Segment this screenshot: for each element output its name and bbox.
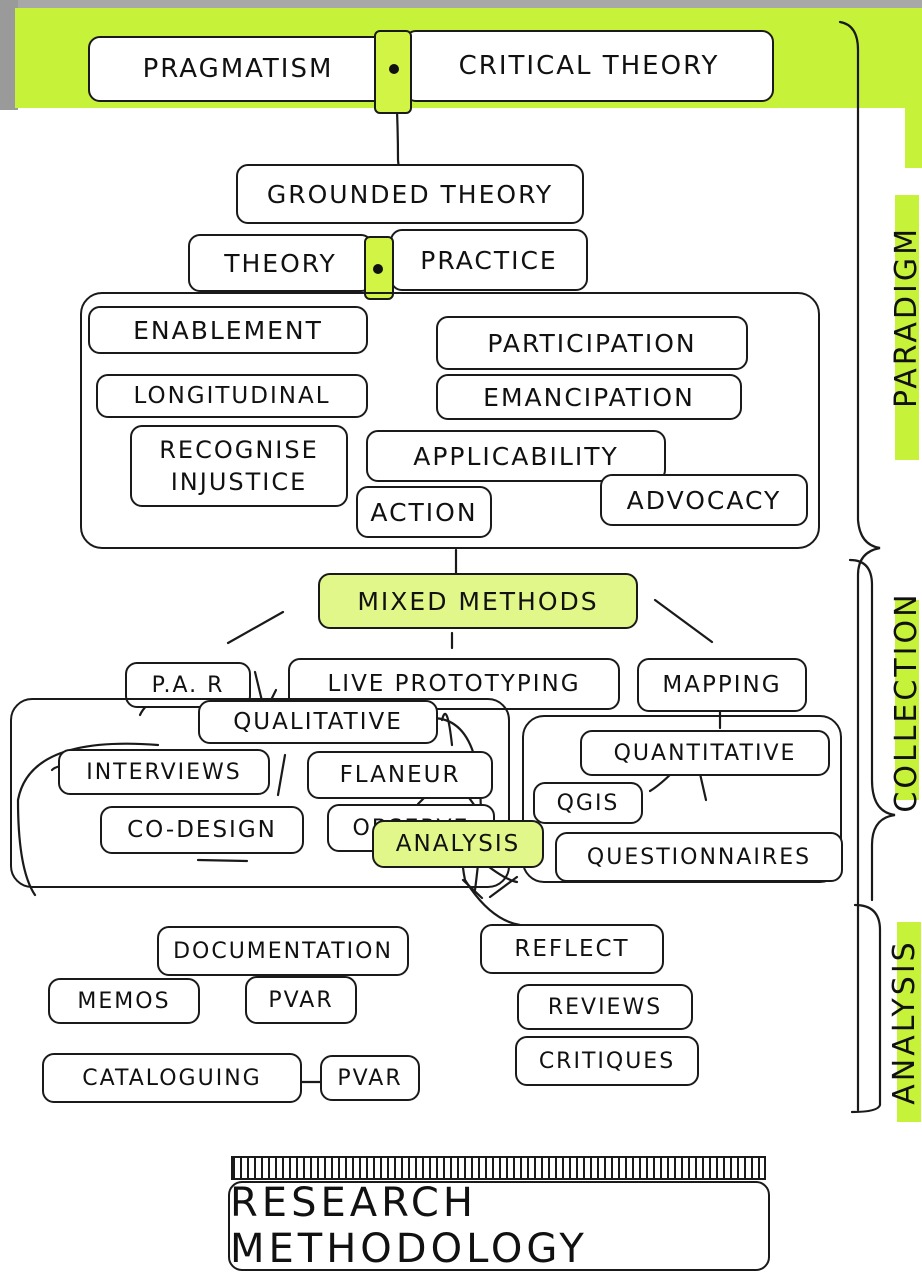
pvar-label-1: PVAR bbox=[268, 987, 334, 1013]
critiques-box: CRITIQUES bbox=[515, 1036, 699, 1086]
mixed-methods-label: MIXED METHODS bbox=[357, 586, 599, 616]
reflect-label: REFLECT bbox=[514, 936, 630, 962]
pvar-box-2: PVAR bbox=[320, 1055, 420, 1101]
link-dot bbox=[389, 64, 399, 74]
pvar-box-1: PVAR bbox=[245, 976, 357, 1024]
interviews-box: INTERVIEWS bbox=[58, 749, 270, 795]
reviews-label: REVIEWS bbox=[547, 994, 663, 1020]
questionnaires-label: QUESTIONNAIRES bbox=[586, 844, 812, 870]
qgis-box: QGIS bbox=[533, 782, 643, 824]
critical-theory-box: CRITICAL THEORY bbox=[404, 30, 774, 102]
flaneur-box: FLANEUR bbox=[307, 751, 493, 799]
enablement-label: ENABLEMENT bbox=[133, 315, 323, 345]
analysis-side-label: ANALYSIS bbox=[887, 939, 922, 1105]
analysis-box: ANALYSIS bbox=[372, 820, 544, 868]
participation-box: PARTICIPATION bbox=[436, 316, 748, 370]
reviews-box: REVIEWS bbox=[517, 984, 693, 1030]
title-hatch-bar bbox=[231, 1156, 766, 1180]
applicability-label: APPLICABILITY bbox=[413, 441, 619, 471]
cataloguing-box: CATALOGUING bbox=[42, 1053, 302, 1103]
collection-side-label: COLLECTION bbox=[889, 591, 922, 813]
top-edge-strip bbox=[0, 0, 922, 8]
action-box: ACTION bbox=[356, 486, 492, 538]
pvar-label-2: PVAR bbox=[337, 1065, 403, 1091]
interviews-label: INTERVIEWS bbox=[86, 759, 242, 785]
left-edge-strip bbox=[0, 0, 18, 110]
quantitative-box: QUANTITATIVE bbox=[580, 730, 830, 776]
mapping-label: MAPPING bbox=[662, 672, 782, 698]
longitudinal-label: LONGITUDINAL bbox=[133, 383, 331, 409]
longitudinal-box: LONGITUDINAL bbox=[96, 374, 368, 418]
highlight-edge bbox=[905, 108, 922, 168]
reflect-box: REFLECT bbox=[480, 924, 664, 974]
link-dot bbox=[373, 264, 383, 274]
advocacy-box: ADVOCACY bbox=[600, 474, 808, 526]
recognise-injustice-label: RECOGNISE INJUSTICE bbox=[159, 436, 319, 496]
participation-label: PARTICIPATION bbox=[487, 328, 697, 358]
enablement-box: ENABLEMENT bbox=[88, 306, 368, 354]
applicability-box: APPLICABILITY bbox=[366, 430, 666, 482]
memos-label: MEMOS bbox=[77, 988, 171, 1014]
theory-box: THEORY bbox=[188, 234, 373, 292]
theory-label: THEORY bbox=[224, 248, 337, 278]
paradigm-values-group bbox=[80, 292, 820, 549]
analysis-side-highlight bbox=[897, 922, 921, 1122]
title-box: RESEARCH METHODOLOGY bbox=[228, 1180, 770, 1272]
practice-box: PRACTICE bbox=[390, 229, 588, 291]
questionnaires-box: QUESTIONNAIRES bbox=[555, 832, 843, 882]
quantitative-group bbox=[522, 715, 842, 883]
cataloguing-label: CATALOGUING bbox=[82, 1065, 262, 1091]
qualitative-group bbox=[10, 698, 510, 888]
flaneur-label: FLANEUR bbox=[339, 762, 461, 788]
mapping-box: MAPPING bbox=[637, 658, 807, 712]
par-label: P.A. R bbox=[151, 672, 225, 698]
page-title: RESEARCH METHODOLOGY bbox=[230, 1180, 588, 1272]
emancipation-box: EMANCIPATION bbox=[436, 374, 742, 420]
pragmatism-label: PRAGMATISM bbox=[142, 54, 334, 84]
paradigm-side-label: PARADIGM bbox=[889, 226, 922, 408]
qualitative-label: QUALITATIVE bbox=[233, 709, 403, 735]
paradigm-side-highlight bbox=[895, 195, 919, 460]
emancipation-label: EMANCIPATION bbox=[483, 382, 695, 412]
qualitative-box: QUALITATIVE bbox=[198, 700, 438, 744]
grounded-theory-label: GROUNDED THEORY bbox=[266, 179, 554, 209]
co-design-box: CO-DESIGN bbox=[100, 806, 304, 854]
quantitative-label: QUANTITATIVE bbox=[613, 740, 797, 766]
critical-theory-label: CRITICAL THEORY bbox=[458, 51, 720, 81]
advocacy-label: ADVOCACY bbox=[626, 485, 782, 515]
practice-label: PRACTICE bbox=[420, 245, 558, 275]
pragmatism-box: PRAGMATISM bbox=[88, 36, 388, 102]
documentation-box: DOCUMENTATION bbox=[157, 926, 409, 976]
collection-side-highlight bbox=[895, 600, 919, 800]
analysis-label: ANALYSIS bbox=[395, 831, 521, 857]
mixed-methods-box: MIXED METHODS bbox=[318, 573, 638, 629]
action-label: ACTION bbox=[370, 497, 478, 527]
recognise-injustice-box: RECOGNISE INJUSTICE bbox=[130, 425, 348, 507]
documentation-label: DOCUMENTATION bbox=[173, 938, 393, 964]
critiques-label: CRITIQUES bbox=[538, 1048, 676, 1074]
live-prototyping-label: LIVE PROTOTYPING bbox=[327, 671, 581, 697]
co-design-label: CO-DESIGN bbox=[127, 817, 277, 843]
qgis-label: QGIS bbox=[556, 790, 620, 816]
grounded-theory-box: GROUNDED THEORY bbox=[236, 164, 584, 224]
memos-box: MEMOS bbox=[48, 978, 200, 1024]
